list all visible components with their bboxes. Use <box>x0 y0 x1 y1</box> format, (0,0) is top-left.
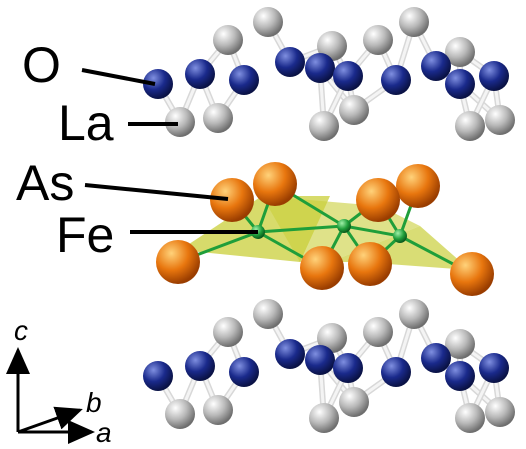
oxygen-atom <box>381 357 411 387</box>
arsenic-atom <box>450 252 494 296</box>
oxygen-atom <box>305 53 335 83</box>
fe-fe-bond <box>342 224 402 238</box>
oxygen-atom <box>479 61 509 91</box>
lanthanum-atom <box>317 323 347 353</box>
oxygen-atom <box>229 65 259 95</box>
lanthanum-atom <box>485 397 515 427</box>
arsenic-atom <box>356 178 400 222</box>
lanthanum-atom <box>339 387 369 417</box>
b-axis-arrow <box>17 406 83 434</box>
oxygen-atom <box>421 51 451 81</box>
iron-atom <box>393 229 407 243</box>
lanthanum-atom <box>455 403 485 433</box>
lanthanum-label: La <box>58 95 114 151</box>
oxygen-atom <box>229 357 259 387</box>
lanthanum-atom <box>253 299 283 329</box>
lanthanum-atom <box>203 103 233 133</box>
lanthanum-atom <box>485 105 515 135</box>
oxygen-leader-line <box>81 68 156 86</box>
lanthanum-atom <box>399 7 429 37</box>
lanthanum-atom <box>165 399 195 429</box>
arsenic-atom <box>348 242 392 286</box>
oxygen-atom <box>479 353 509 383</box>
arsenic-atom <box>253 162 297 206</box>
oxygen-atom <box>333 61 363 91</box>
lanthanum-atom <box>455 111 485 141</box>
fe-fe-bond <box>256 224 346 234</box>
axes-indicator: c b a <box>5 315 112 448</box>
oxygen-atom <box>143 69 173 99</box>
lao-layer-top <box>143 7 515 141</box>
oxygen-atom <box>333 353 363 383</box>
lanthanum-atom <box>317 31 347 61</box>
oxygen-atom <box>445 69 475 99</box>
iron-label: Fe <box>56 207 114 263</box>
oxygen-atom <box>445 361 475 391</box>
lanthanum-atom <box>445 329 475 359</box>
lanthanum-atom <box>203 395 233 425</box>
a-axis-label: a <box>96 417 112 448</box>
feas-layer <box>156 162 494 296</box>
lanthanum-atom <box>339 95 369 125</box>
lanthanum-atom <box>309 111 339 141</box>
oxygen-atom <box>275 339 305 369</box>
lanthanum-atom <box>309 403 339 433</box>
lanthanum-atom <box>253 7 283 37</box>
lanthanum-atom <box>445 37 475 67</box>
oxygen-atom <box>143 361 173 391</box>
arsenic-atom <box>300 246 344 290</box>
iron-atom <box>337 219 351 233</box>
lanthanum-atom <box>363 317 393 347</box>
lanthanum-atom <box>399 299 429 329</box>
arsenic-label: As <box>16 155 74 211</box>
lanthanum-atom <box>213 317 243 347</box>
lanthanum-atom <box>363 25 393 55</box>
oxygen-label: O <box>22 37 61 93</box>
lao-layer-bottom <box>143 299 515 433</box>
lanthanum-atom <box>213 25 243 55</box>
lanthanum-atom <box>165 107 195 137</box>
oxygen-atom <box>421 343 451 373</box>
arsenic-atom <box>396 164 440 208</box>
arsenic-atom <box>156 240 200 284</box>
oxygen-atom <box>275 47 305 77</box>
b-axis-label: b <box>86 387 102 418</box>
oxygen-atom <box>305 345 335 375</box>
c-axis-label: c <box>14 315 28 346</box>
arsenic-atom <box>210 178 254 222</box>
arsenic-leader-line <box>84 183 229 201</box>
oxygen-atom <box>185 351 215 381</box>
oxygen-atom <box>185 59 215 89</box>
oxygen-atom <box>381 65 411 95</box>
